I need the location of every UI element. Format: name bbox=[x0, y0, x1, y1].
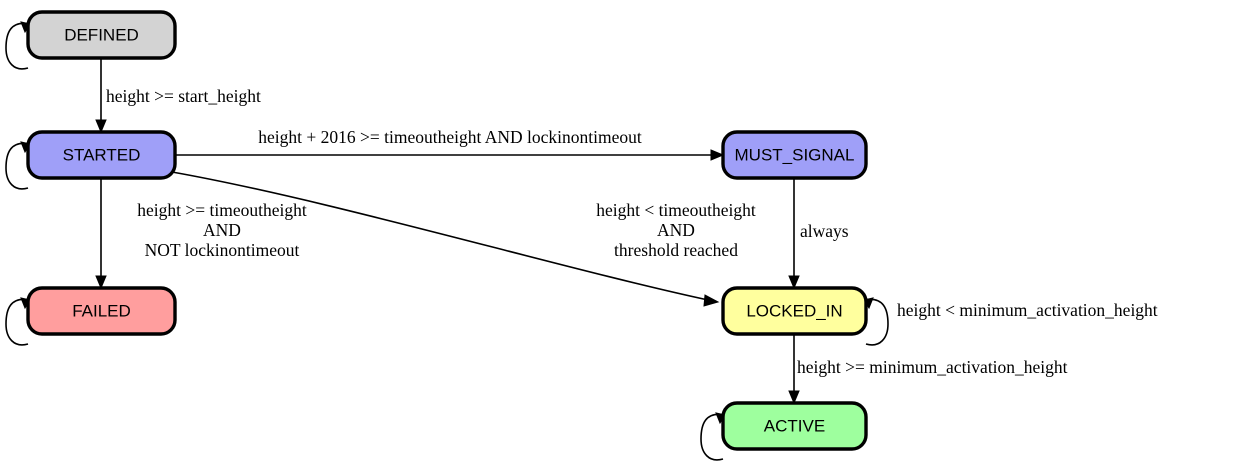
node-locked-in-label: LOCKED_IN bbox=[746, 301, 842, 320]
node-defined-label: DEFINED bbox=[64, 25, 139, 44]
edge-defined-to-started: height >= start_height bbox=[95, 58, 261, 134]
node-started[interactable]: STARTED bbox=[26, 130, 177, 180]
edge-label-started-to-locked-in-line3: threshold reached bbox=[614, 240, 738, 260]
node-failed-shape[interactable] bbox=[26, 286, 177, 336]
node-started-shape[interactable] bbox=[26, 130, 177, 180]
edge-label-started-to-must-signal: height + 2016 >= timeoutheight AND locki… bbox=[258, 127, 642, 147]
node-defined[interactable]: DEFINED bbox=[26, 10, 177, 60]
started-to-locked-in-path bbox=[171, 171, 709, 301]
node-failed[interactable]: FAILED bbox=[26, 286, 177, 336]
node-defined-shape[interactable] bbox=[26, 10, 177, 60]
edge-label-must-signal-to-locked-in: always bbox=[800, 221, 849, 241]
node-active-label: ACTIVE bbox=[764, 416, 825, 435]
node-locked-in-shape[interactable] bbox=[721, 286, 868, 336]
edge-label-started-to-failed-line3: NOT lockinontimeout bbox=[145, 240, 300, 260]
started-self-loop-path bbox=[5, 142, 31, 190]
edge-must-signal-to-locked-in: always bbox=[788, 178, 849, 290]
edge-started-to-locked-in: height < timeoutheight AND threshold rea… bbox=[171, 171, 756, 307]
must-signal-to-locked-in-arrowhead bbox=[788, 275, 800, 290]
started-to-must-signal-arrowhead bbox=[710, 149, 725, 161]
edge-locked-in-to-active: height >= minimum_activation_height bbox=[788, 334, 1068, 405]
defined-to-started-arrowhead bbox=[95, 119, 107, 134]
edge-started-to-must-signal: height + 2016 >= timeoutheight AND locki… bbox=[175, 127, 725, 161]
edge-label-locked-in-self: height < minimum_activation_height bbox=[897, 300, 1158, 320]
node-must-signal[interactable]: MUST_SIGNAL bbox=[721, 130, 868, 180]
locked-in-to-active-arrowhead bbox=[788, 390, 800, 405]
edge-label-locked-in-to-active: height >= minimum_activation_height bbox=[797, 357, 1068, 377]
node-active-shape[interactable] bbox=[721, 401, 868, 451]
edge-label-started-to-locked-in-line1: height < timeoutheight bbox=[596, 200, 756, 220]
edge-label-started-to-failed-line1: height >= timeoutheight bbox=[137, 200, 307, 220]
node-started-label: STARTED bbox=[63, 145, 141, 164]
edge-started-to-failed: height >= timeoutheight AND NOT lockinon… bbox=[95, 178, 307, 290]
edge-label-defined-to-started: height >= start_height bbox=[106, 86, 261, 106]
failed-self-loop-path bbox=[5, 298, 31, 346]
edge-label-started-to-locked-in-line2: AND bbox=[657, 220, 695, 240]
defined-self-loop-path bbox=[5, 22, 31, 70]
node-must-signal-shape[interactable] bbox=[721, 130, 868, 180]
node-failed-label: FAILED bbox=[72, 301, 131, 320]
edge-locked-in-self: height < minimum_activation_height bbox=[863, 297, 1158, 346]
node-active[interactable]: ACTIVE bbox=[721, 401, 868, 451]
active-self-loop-path bbox=[700, 413, 726, 461]
node-must-signal-label: MUST_SIGNAL bbox=[735, 145, 855, 164]
node-locked-in[interactable]: LOCKED_IN bbox=[721, 286, 868, 336]
edge-label-started-to-failed-line2: AND bbox=[203, 220, 241, 240]
locked-in-self-loop-path bbox=[863, 298, 889, 346]
started-to-failed-arrowhead bbox=[95, 275, 107, 290]
started-to-locked-in-arrowhead bbox=[703, 294, 720, 307]
